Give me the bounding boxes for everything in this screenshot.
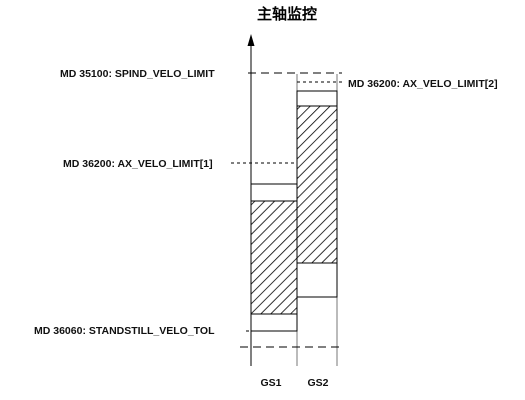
y-axis-arrow-icon [247, 34, 255, 46]
gear-label-gs1: GS1 [260, 377, 281, 389]
ax-velo-limit-1-label: MD 36200: AX_VELO_LIMIT[1] [63, 158, 213, 170]
gs1-speed-range [250, 200, 298, 315]
gs2-speed-range [296, 105, 338, 264]
gs1-lower-band [250, 313, 298, 332]
gs2-lower-band [296, 262, 338, 298]
standstill-velo-tol-label: MD 36060: STANDSTILL_VELO_TOL [34, 325, 215, 337]
spind-velo-limit-label: MD 35100: SPIND_VELO_LIMIT [60, 68, 215, 80]
gear-label-gs2: GS2 [307, 377, 328, 389]
gs2-upper-tolerance-band [296, 90, 338, 107]
diagram-title: 主轴监控 [257, 5, 317, 23]
ax-velo-limit-2-label: MD 36200: AX_VELO_LIMIT[2] [348, 78, 498, 90]
gs1-upper-tolerance-band [250, 183, 298, 202]
